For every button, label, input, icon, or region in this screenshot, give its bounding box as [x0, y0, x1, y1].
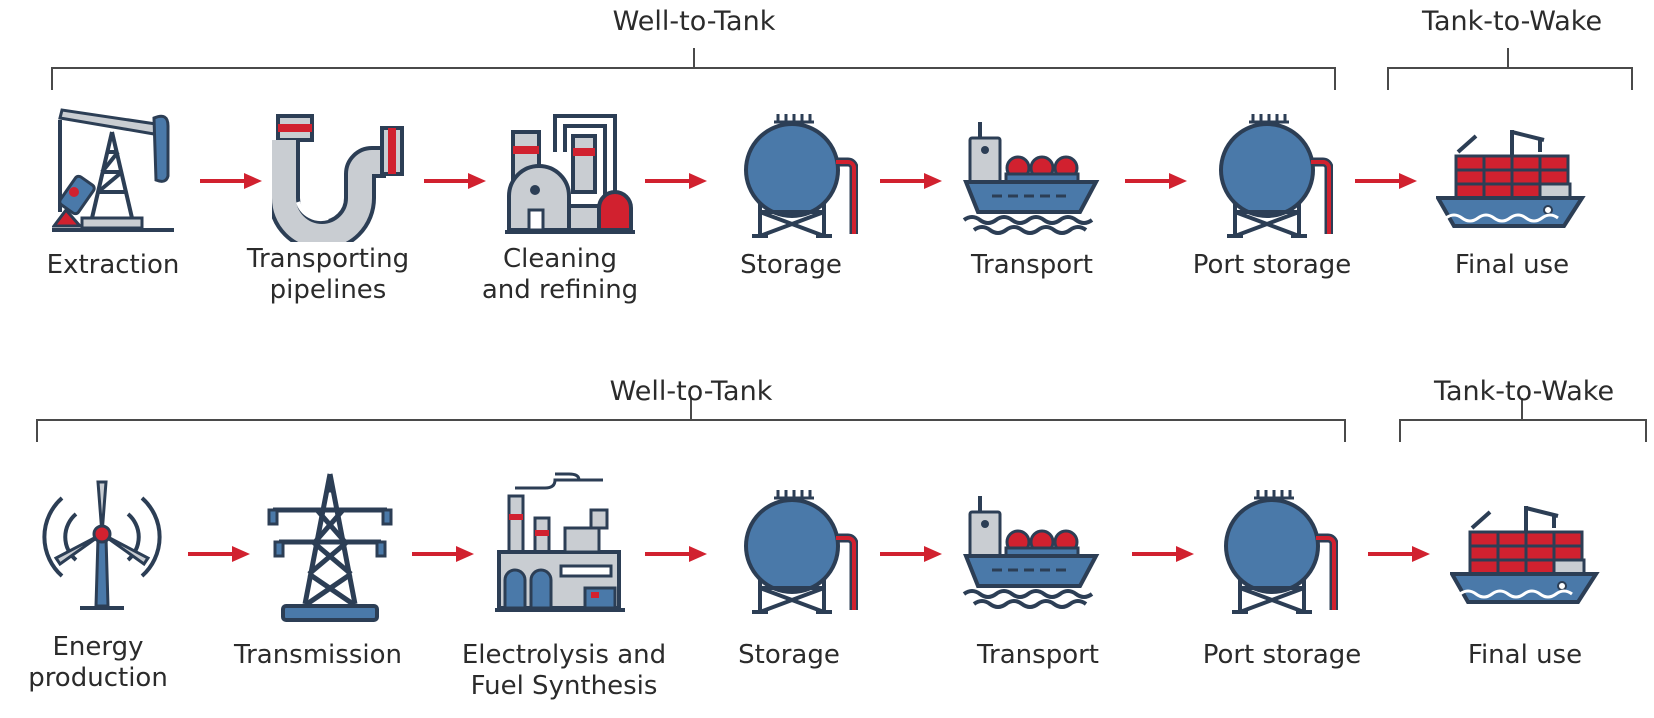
- oil-pump-icon: [52, 108, 174, 232]
- step-label-port-storage: Port storage: [1202, 640, 1362, 670]
- arrow-icon: [424, 171, 486, 191]
- arrow-icon: [412, 544, 474, 564]
- phase-title-tank-to-wake: Tank-to-Wake: [1433, 376, 1615, 407]
- phase-title-well-to-tank: Well-to-Tank: [612, 6, 776, 37]
- well-to-tank-bracket: [51, 67, 1336, 90]
- arrow-icon: [880, 171, 942, 191]
- phase-title-well-to-tank: Well-to-Tank: [609, 376, 773, 407]
- step-label-transport: Transport: [970, 250, 1094, 280]
- pipeline-icon: [272, 114, 404, 242]
- step-label-storage: Storage: [738, 640, 840, 670]
- tank-to-wake-bracket: [1387, 67, 1633, 90]
- tanker-ship-icon: [962, 116, 1102, 236]
- arrow-icon: [1132, 544, 1194, 564]
- storage-tank-icon: [1208, 484, 1338, 614]
- storage-tank-icon: [728, 108, 858, 238]
- refinery-icon: [505, 114, 635, 234]
- factory-icon: [495, 472, 625, 612]
- step-label-port-storage: Port storage: [1192, 250, 1352, 280]
- storage-tank-icon: [728, 484, 858, 614]
- step-label-final-use: Final use: [1454, 250, 1570, 280]
- arrow-icon: [645, 544, 707, 564]
- arrow-icon: [645, 171, 707, 191]
- step-label-transmission: Transmission: [234, 640, 402, 670]
- wind-turbine-icon: [42, 480, 162, 610]
- phase-title-tank-to-wake: Tank-to-Wake: [1421, 6, 1603, 37]
- arrow-icon: [200, 171, 262, 191]
- arrow-icon: [1355, 171, 1417, 191]
- step-label-final-use: Final use: [1467, 640, 1583, 670]
- tanker-ship-icon: [962, 490, 1102, 610]
- arrow-icon: [1125, 171, 1187, 191]
- step-label-transport: Transport: [976, 640, 1100, 670]
- arrow-icon: [880, 544, 942, 564]
- storage-tank-icon: [1203, 108, 1333, 238]
- pylon-icon: [267, 473, 393, 622]
- container-ship-icon: [1436, 122, 1586, 232]
- arrow-icon: [1368, 544, 1430, 564]
- container-ship-icon: [1450, 498, 1600, 608]
- step-label-extraction: Extraction: [46, 250, 180, 280]
- step-label-storage: Storage: [740, 250, 842, 280]
- well-to-tank-bracket: [36, 419, 1346, 442]
- tank-to-wake-bracket: [1399, 419, 1647, 442]
- arrow-icon: [188, 544, 250, 564]
